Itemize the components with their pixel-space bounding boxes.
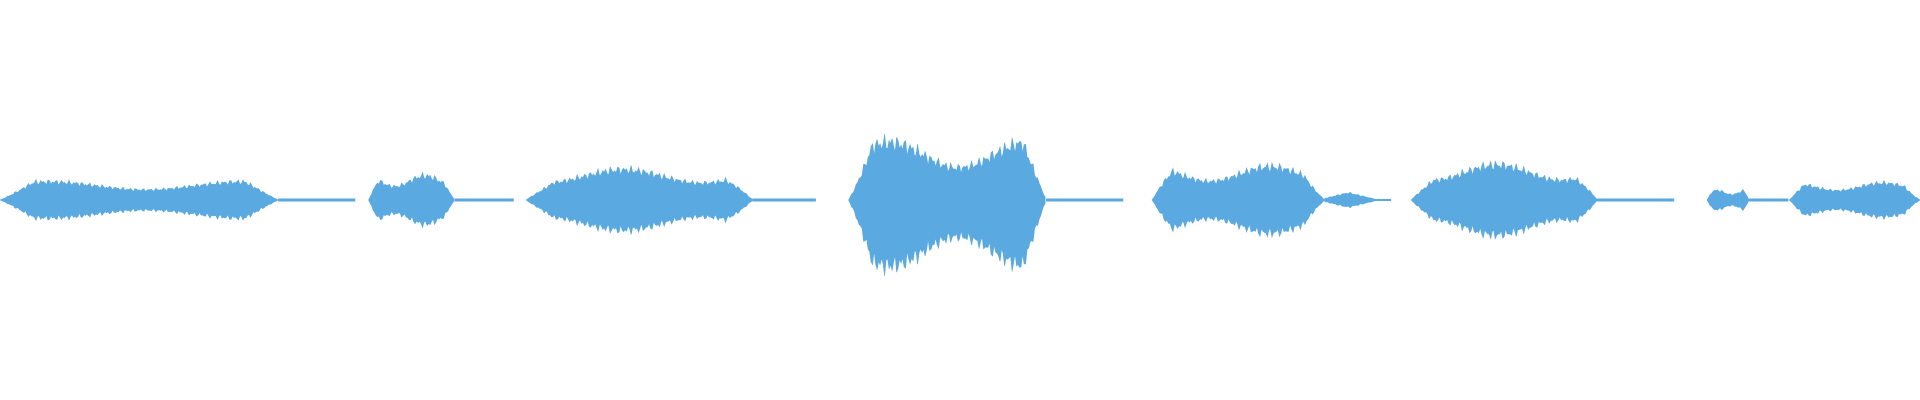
waveform-segment-9 [1324,191,1392,209]
waveform-segment-6 [848,134,1046,276]
waveform-segment-0 [0,178,278,222]
waveform-segment-3 [454,198,514,202]
waveform-segment-4 [525,165,753,235]
waveform-segment-10 [1410,160,1598,240]
waveform-segment-5 [752,198,816,202]
waveform-segment-11 [1597,198,1675,202]
waveform-segment-8 [1151,161,1325,239]
waveform-segment-13 [1748,198,1789,202]
waveform-segment-1 [278,198,356,202]
waveform-segment-12 [1706,188,1750,212]
waveform-segment-14 [1788,179,1920,221]
waveform-segment-2 [368,171,455,229]
waveform-segment-7 [1046,198,1124,202]
